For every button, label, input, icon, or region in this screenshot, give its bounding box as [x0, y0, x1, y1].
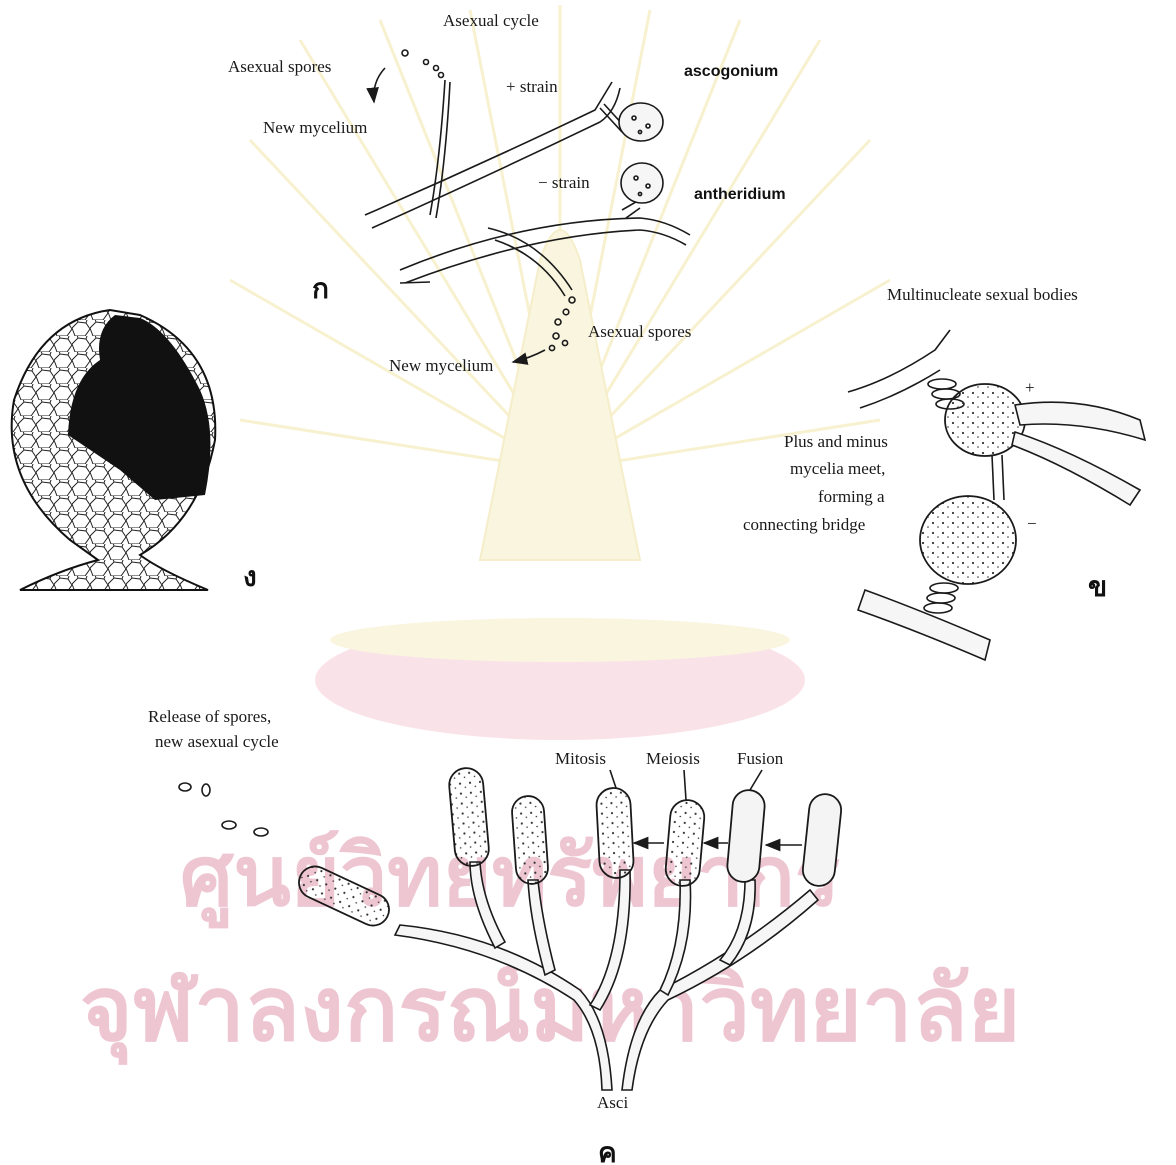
- panel-d-mark: ง: [243, 560, 257, 593]
- panel-c-mark: ค: [598, 1136, 617, 1165]
- spores-to-mycelium-arrow: [374, 68, 385, 102]
- ascogonium-label: ascogonium: [684, 63, 778, 80]
- minus-sign: −: [1027, 514, 1037, 533]
- panel-a-mark: ก: [312, 272, 329, 305]
- mitosis-pointer: [610, 770, 616, 788]
- plus-strain-label: + strain: [506, 77, 558, 96]
- plus-branch-2: [1012, 432, 1140, 505]
- panel-d: ง: [12, 310, 257, 593]
- asci-label: Asci: [597, 1093, 628, 1112]
- lower-hypha: [858, 590, 990, 660]
- panel-c: Release of spores, new asexual cycle Mit…: [148, 707, 843, 1165]
- plus-branch-1: [1015, 402, 1145, 440]
- asexual-spores-top-label: Asexual spores: [228, 57, 331, 76]
- connecting-bridge: [992, 455, 1004, 500]
- ascus-3: [511, 795, 549, 885]
- ascus-meiosis: [664, 799, 705, 888]
- new-mycelium-bottom-label: New mycelium: [389, 356, 493, 375]
- antheridium: [621, 163, 663, 203]
- bridge-line-4: connecting bridge: [743, 515, 865, 534]
- bridge-line-2: mycelia meet,: [790, 459, 885, 478]
- ascus-fusion: [726, 789, 766, 883]
- meiosis-pointer: [684, 770, 686, 800]
- plus-strain-hypha: [365, 80, 663, 228]
- fusion-pointer: [750, 770, 762, 790]
- asexual-cycle-title: Asexual cycle: [443, 11, 539, 30]
- panel-b: Multinucleate sexual bodies + − Plus and…: [743, 285, 1145, 660]
- fusion-label: Fusion: [737, 749, 784, 768]
- ascogonium: [619, 103, 663, 141]
- bridge-line-1: Plus and minus: [784, 432, 888, 451]
- minus-sexual-body: [920, 496, 1016, 584]
- multinucleate-label: Multinucleate sexual bodies: [887, 285, 1078, 304]
- asexual-spores-top: [402, 50, 444, 78]
- panel-b-mark: ข: [1088, 570, 1107, 603]
- lower-septa: [924, 583, 958, 613]
- plus-sign: +: [1025, 378, 1035, 397]
- asexual-spores-bottom-label: Asexual spores: [588, 322, 691, 341]
- release-line-1: Release of spores,: [148, 707, 271, 726]
- bridge-line-3: forming a: [818, 487, 885, 506]
- meiosis-label: Meiosis: [646, 749, 700, 768]
- watermark-emblem: [230, 5, 890, 740]
- new-mycelium-top-label: New mycelium: [263, 118, 367, 137]
- minus-strain-label: − strain: [538, 173, 590, 192]
- mitosis-label: Mitosis: [555, 749, 606, 768]
- ascus-mitosis: [596, 787, 635, 879]
- release-line-2: new asexual cycle: [155, 732, 279, 751]
- antheridium-label: antheridium: [694, 186, 786, 203]
